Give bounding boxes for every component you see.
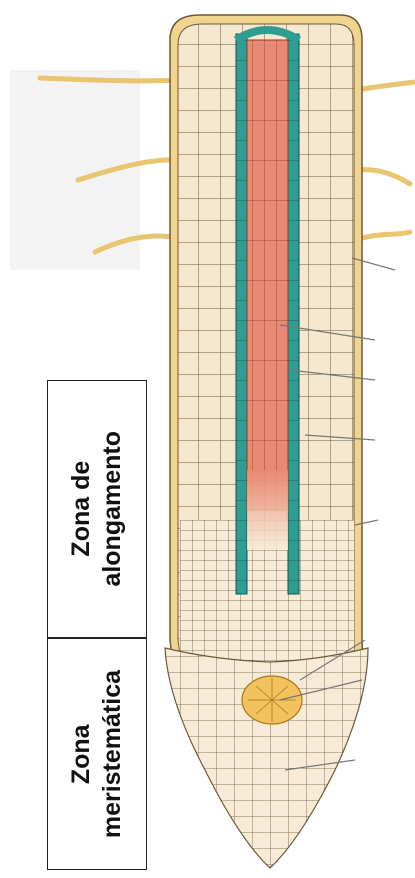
- meristematic-zone-line2: meristemática: [97, 670, 128, 838]
- endodermis-left: [236, 34, 247, 594]
- elongation-zone-line2: alongamento: [97, 431, 128, 587]
- elongation-zone-label: Zona de alongamento: [47, 380, 147, 638]
- vascular-cylinder: [247, 40, 288, 510]
- elongation-zone-line1: Zona de: [66, 431, 97, 587]
- endodermis-right: [288, 34, 299, 594]
- meristematic-zone-label: Zona meristemática: [47, 638, 147, 870]
- meristematic-zone-line1: Zona: [66, 670, 97, 838]
- vascular-fade: [247, 470, 288, 550]
